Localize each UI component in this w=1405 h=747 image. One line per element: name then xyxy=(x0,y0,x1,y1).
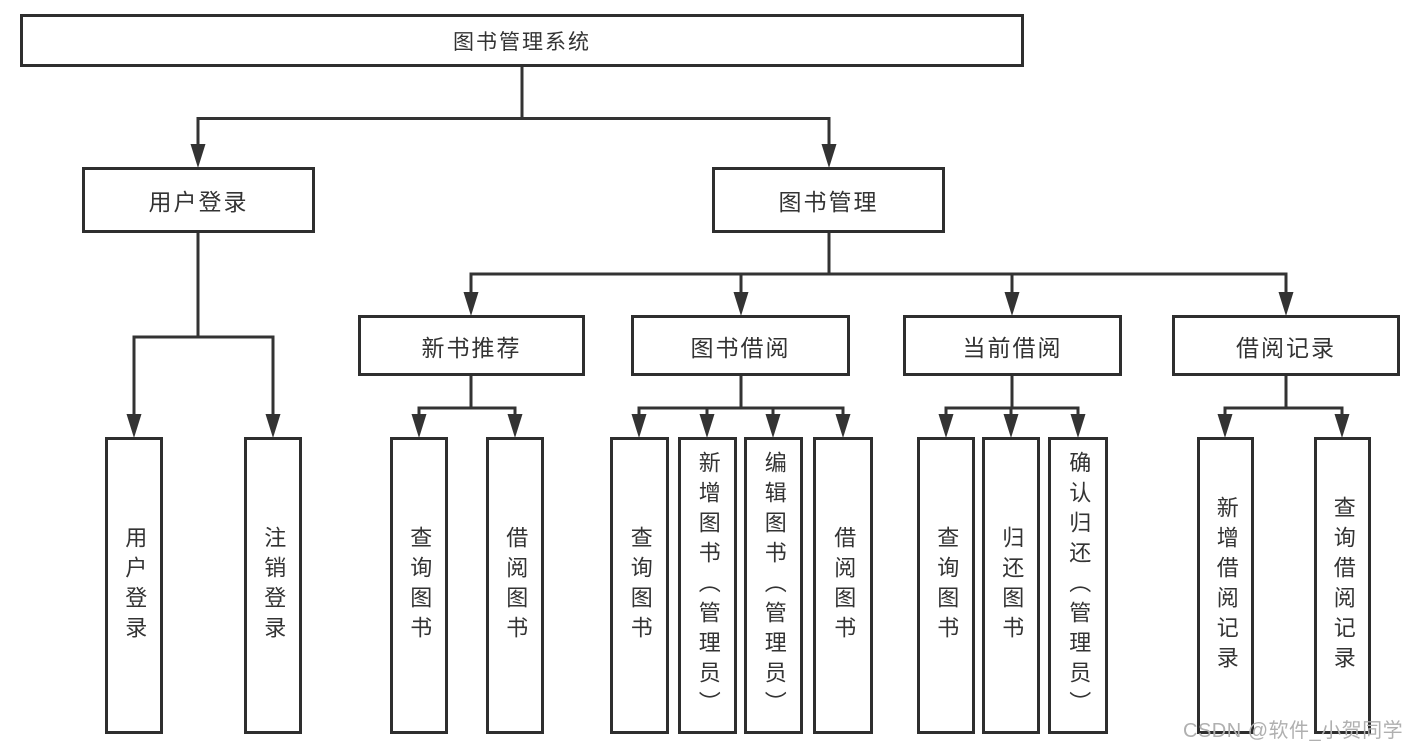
leaf-borrowing-add-books-admin-label: 新增图书（管理员） xyxy=(695,450,721,721)
leaf-borrowing-borrow-books-label: 借阅图书 xyxy=(831,525,857,646)
leaf-records-query-borrow-record: 查询借阅记录 xyxy=(1314,437,1371,734)
leaf-logout: 注销登录 xyxy=(244,437,302,734)
node-root-label: 图书管理系统 xyxy=(453,30,591,54)
leaf-borrowing-query-books-label: 查询图书 xyxy=(627,525,653,646)
node-root: 图书管理系统 xyxy=(20,14,1024,67)
leaf-borrowing-edit-books-admin: 编辑图书（管理员） xyxy=(744,437,803,734)
leaf-borrowing-add-books-admin: 新增图书（管理员） xyxy=(678,437,737,734)
leaf-user-login: 用户登录 xyxy=(105,437,163,734)
leaf-user-login-label: 用户登录 xyxy=(122,525,148,646)
node-book-management-label: 图书管理 xyxy=(778,189,879,215)
leaf-current-confirm-return-admin: 确认归还（管理员） xyxy=(1048,437,1108,734)
leaf-recommend-borrow-books: 借阅图书 xyxy=(486,437,544,734)
leaf-logout-label: 注销登录 xyxy=(261,525,287,646)
node-book-management: 图书管理 xyxy=(712,167,945,233)
leaf-current-return-books-label: 归还图书 xyxy=(999,525,1025,646)
node-user-login-label: 用户登录 xyxy=(148,189,249,215)
leaf-current-query-books-label: 查询图书 xyxy=(934,525,960,646)
leaf-records-add-borrow-record: 新增借阅记录 xyxy=(1197,437,1254,734)
leaf-borrowing-edit-books-admin-label: 编辑图书（管理员） xyxy=(761,450,787,721)
node-current-borrowing-label: 当前借阅 xyxy=(962,334,1063,361)
leaf-recommend-query-books: 查询图书 xyxy=(390,437,448,734)
leaf-current-confirm-return-admin-label: 确认归还（管理员） xyxy=(1066,450,1092,721)
leaf-recommend-query-books-label: 查询图书 xyxy=(407,525,433,646)
leaf-current-return-books: 归还图书 xyxy=(982,437,1040,734)
node-book-borrowing: 图书借阅 xyxy=(631,315,850,376)
node-book-borrowing-label: 图书借阅 xyxy=(690,334,791,361)
node-borrow-records-label: 借阅记录 xyxy=(1236,334,1336,361)
leaf-records-add-borrow-record-label: 新增借阅记录 xyxy=(1213,495,1239,676)
node-new-book-recommend: 新书推荐 xyxy=(358,315,585,376)
leaf-borrowing-query-books: 查询图书 xyxy=(610,437,669,734)
arrowheads xyxy=(126,144,1350,438)
node-current-borrowing: 当前借阅 xyxy=(903,315,1122,376)
leaf-current-query-books: 查询图书 xyxy=(917,437,975,734)
leaf-records-query-borrow-record-label: 查询借阅记录 xyxy=(1330,495,1356,676)
csdn-watermark: CSDN @软件_小贺同学 xyxy=(1183,720,1404,742)
node-user-login: 用户登录 xyxy=(82,167,315,233)
node-borrow-records: 借阅记录 xyxy=(1172,315,1400,376)
leaf-recommend-borrow-books-label: 借阅图书 xyxy=(503,525,529,646)
leaf-borrowing-borrow-books: 借阅图书 xyxy=(813,437,873,734)
node-new-book-recommend-label: 新书推荐 xyxy=(421,334,522,361)
